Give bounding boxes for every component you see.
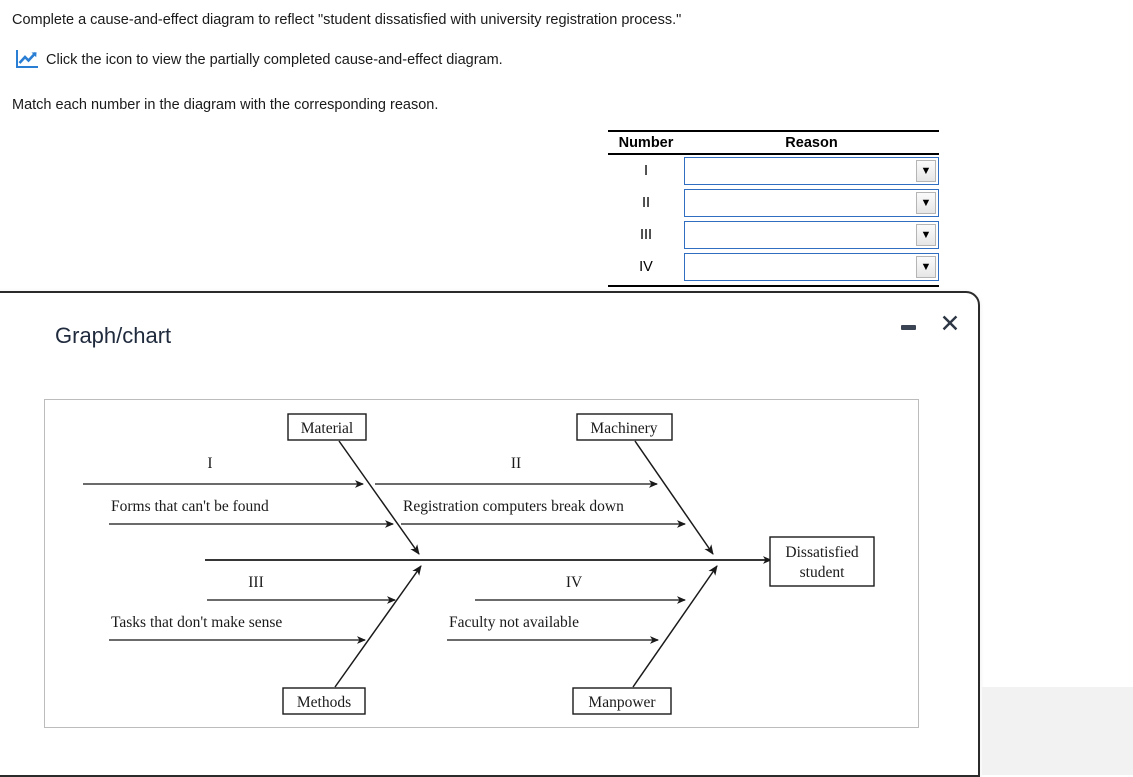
table-bottom-rule	[608, 285, 939, 287]
category-label-methods: Methods	[297, 694, 351, 711]
close-icon[interactable]: ✕	[936, 310, 964, 338]
table-row: III ▼	[608, 219, 939, 251]
graph-chart-modal: Graph/chart Material I Forms that can'	[0, 291, 980, 777]
minimize-dash	[900, 324, 916, 330]
question-prompt-line-1: Complete a cause-and-effect diagram to r…	[12, 12, 682, 28]
category-box-methods	[282, 687, 366, 715]
match-table: Number Reason I ▼ II ▼ III ▼ IV ▼	[608, 130, 939, 287]
chevron-down-icon[interactable]: ▼	[916, 160, 936, 182]
background-panel-right	[982, 687, 1133, 775]
cause-label-I: I	[207, 455, 212, 472]
table-header-row: Number Reason	[608, 130, 939, 155]
bone-machinery	[634, 440, 714, 555]
cause-label-III: III	[248, 574, 264, 591]
modal-title: Graph/chart	[55, 323, 172, 348]
bone-manpower	[632, 565, 718, 688]
effect-label-line2: student	[800, 564, 845, 581]
chevron-down-icon[interactable]: ▼	[916, 224, 936, 246]
bone-methods	[334, 565, 422, 688]
table-row: II ▼	[608, 187, 939, 219]
column-header-number: Number	[618, 134, 674, 151]
bone-material	[338, 440, 420, 555]
line-chart-icon[interactable]	[14, 48, 40, 70]
chevron-down-icon[interactable]: ▼	[916, 192, 936, 214]
column-header-reason: Reason	[785, 134, 838, 151]
category-label-material: Material	[301, 420, 354, 437]
category-label-manpower: Manpower	[588, 694, 656, 711]
row-number-IV: IV	[639, 259, 653, 275]
row-number-I: I	[643, 163, 649, 179]
cause-label-faculty: Faculty not available	[449, 614, 579, 631]
table-row: IV ▼	[608, 251, 939, 283]
category-box-material	[287, 413, 367, 441]
cause-label-IV: IV	[566, 574, 583, 591]
effect-box	[769, 536, 875, 587]
reason-select-III[interactable]: ▼	[684, 221, 939, 249]
question-prompt-line-3: Match each number in the diagram with th…	[12, 97, 439, 113]
row-number-II: II	[641, 195, 651, 211]
row-number-III: III	[639, 227, 653, 243]
cause-label-II: II	[511, 455, 521, 472]
cause-label-computers: Registration computers break down	[403, 498, 624, 515]
fishbone-diagram-svg: Material I Forms that can't be found Mac…	[83, 413, 875, 715]
reason-select-IV[interactable]: ▼	[684, 253, 939, 281]
minimize-icon[interactable]	[896, 318, 920, 336]
question-prompt-line-2: Click the icon to view the partially com…	[46, 52, 503, 68]
cause-label-forms: Forms that can't be found	[111, 498, 269, 515]
cause-label-tasks: Tasks that don't make sense	[111, 614, 282, 631]
chevron-down-icon[interactable]: ▼	[916, 256, 936, 278]
table-row: I ▼	[608, 155, 939, 187]
category-label-machinery: Machinery	[590, 420, 657, 437]
reason-select-I[interactable]: ▼	[684, 157, 939, 185]
effect-label-line1: Dissatisfied	[785, 544, 858, 561]
fishbone-diagram-panel: Material I Forms that can't be found Mac…	[44, 399, 919, 728]
category-box-machinery	[576, 413, 673, 441]
category-box-manpower	[572, 687, 672, 715]
reason-select-II[interactable]: ▼	[684, 189, 939, 217]
